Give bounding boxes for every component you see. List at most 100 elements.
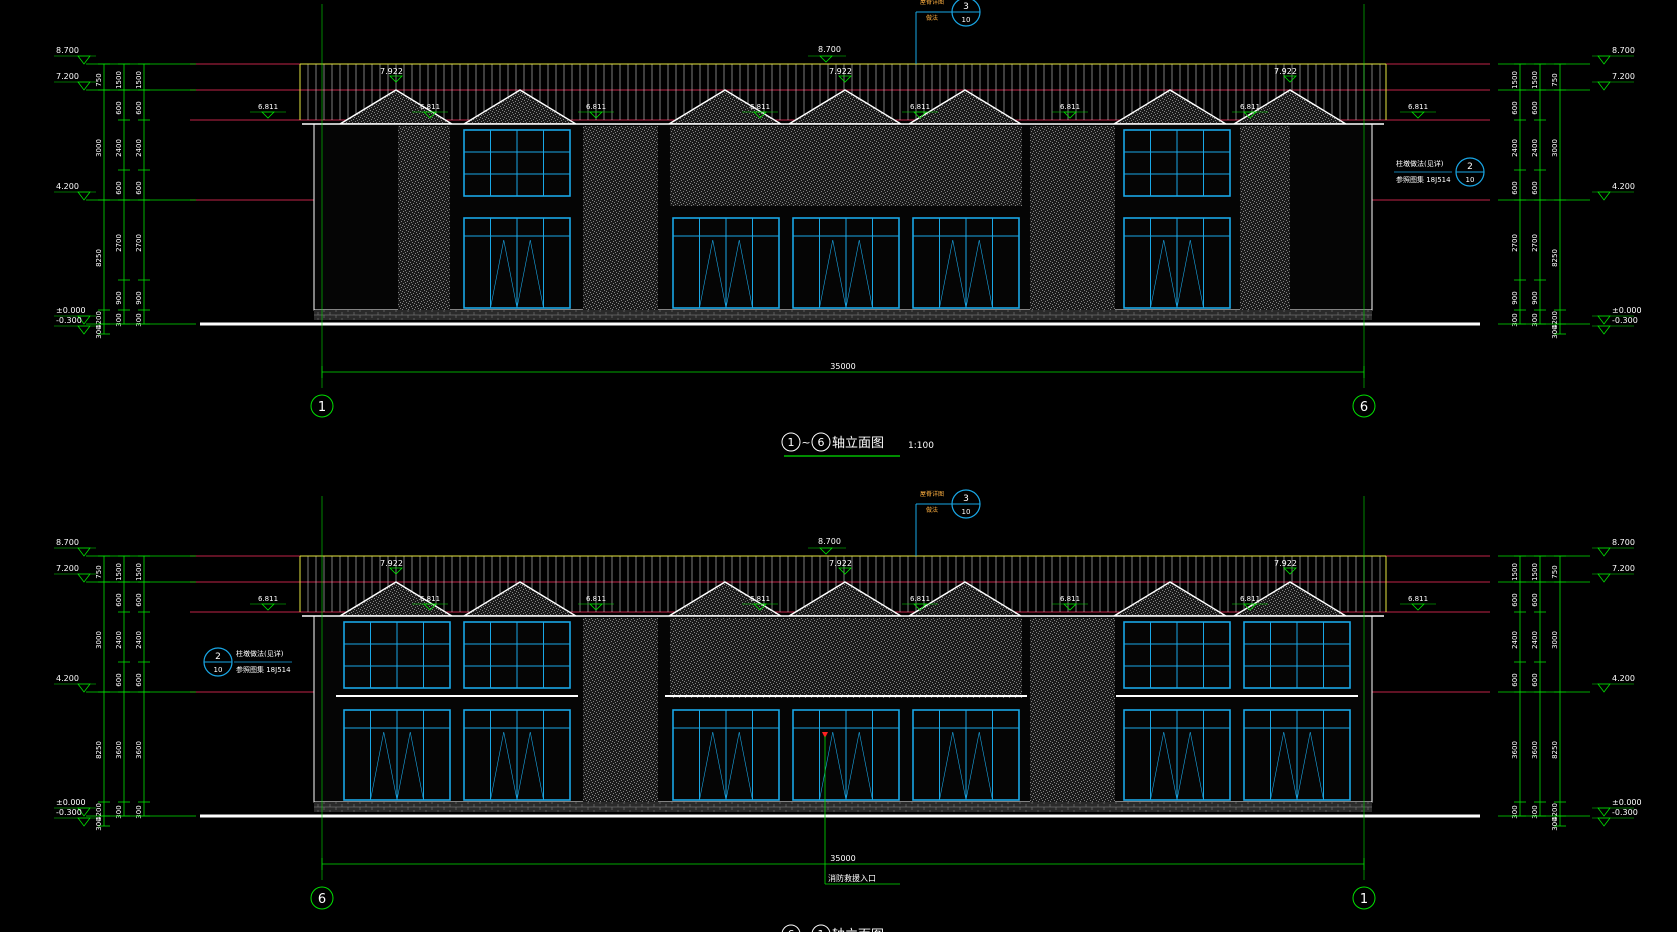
right-elev-symbol: [1597, 547, 1611, 557]
door-swing: [1296, 731, 1324, 801]
left-elev-label: 4.200: [56, 182, 79, 191]
eave-elev-label: 6.811: [750, 595, 770, 603]
stone-upper-band: [670, 618, 1022, 698]
left-elev-label: 8.700: [56, 46, 79, 55]
brick-plinth: [314, 802, 1372, 812]
left-dim-inner-label: 3600: [115, 741, 123, 759]
eave-elev-label: 6.811: [1408, 103, 1428, 111]
right-dim-inner2-label: 1500: [1511, 71, 1519, 89]
axis-bubble: [1352, 394, 1376, 418]
left-dim-outer-label: 3000: [95, 631, 103, 649]
left-dim-outer-label: 300: [95, 817, 103, 830]
right-dim-inner-label: 300: [1531, 313, 1539, 326]
right-dim-outer-label: 750: [1551, 565, 1559, 578]
callout-note: 柱墩做法(见详): [1396, 159, 1444, 168]
left-dim-inner-label: 600: [115, 673, 123, 686]
ridge-elev-symbol: [389, 75, 403, 83]
eave-elev-label: 6.811: [910, 103, 930, 111]
title-axis-to: 6: [818, 436, 825, 449]
left-dim-inner2-label: 1500: [135, 71, 143, 89]
elevation-bottom: 7503000825042003001500600240060036003001…: [54, 489, 1642, 932]
window-bay: [672, 217, 780, 309]
title-axis-bubble: [781, 432, 801, 452]
right-dim-inner-label: 600: [1531, 673, 1539, 686]
left-elev-symbol: [77, 547, 91, 557]
left-elev-label: ±0.000: [56, 306, 86, 315]
door-swing: [699, 731, 727, 801]
title-tilde: ~: [801, 928, 810, 932]
right-dim-inner-label: 2400: [1531, 631, 1539, 649]
left-dim-inner2-label: 2400: [135, 139, 143, 157]
left-elev-symbol: [77, 573, 91, 583]
stone-pier: [583, 618, 658, 802]
left-dim-outer-label: 750: [95, 565, 103, 578]
left-dim-inner-label: 600: [115, 593, 123, 606]
window-bay: [792, 217, 900, 309]
top-elev-symbol: [819, 55, 833, 63]
door-swing: [845, 239, 873, 309]
left-dim-inner2-label: 900: [135, 291, 143, 304]
right-elev-label: -0.300: [1612, 316, 1638, 325]
top-elev-label: 8.700: [818, 537, 841, 546]
eave-elev-label: 6.811: [420, 103, 440, 111]
left-dim-inner2-label: 300: [135, 313, 143, 326]
right-dim-outer-label: 3000: [1551, 631, 1559, 649]
door-swing: [1176, 731, 1204, 801]
left-dim-outer-label: 3000: [95, 139, 103, 157]
door-swing: [965, 731, 993, 801]
left-dim-inner-label: 2400: [115, 139, 123, 157]
callout-sheet: 10: [962, 508, 971, 516]
right-dim-inner-label: 2400: [1531, 139, 1539, 157]
ridge-elev-label: 7.922: [380, 559, 403, 568]
right-dim-inner2-label: 2400: [1511, 631, 1519, 649]
title-axis-from: 1: [788, 436, 795, 449]
callout-sheet: 10: [1466, 176, 1475, 184]
left-elev-symbol: [77, 817, 91, 827]
ridge-elev-label: 7.922: [829, 67, 852, 76]
right-dim-outer-label: 8250: [1551, 249, 1559, 267]
right-elev-label: 7.200: [1612, 72, 1635, 81]
eave-elev-label: 6.811: [258, 103, 278, 111]
left-elev-label: -0.300: [56, 316, 82, 325]
door-swing: [490, 239, 518, 309]
left-dim-outer-label: 8250: [95, 249, 103, 267]
right-elev-label: ±0.000: [1612, 798, 1642, 807]
window-bay: [336, 621, 458, 801]
door-swing: [845, 731, 873, 801]
ridge-elev-symbol: [838, 75, 852, 83]
door-swing: [725, 731, 753, 801]
right-dim-inner2-label: 600: [1511, 101, 1519, 114]
stone-upper-band: [670, 126, 1022, 206]
right-elev-symbol: [1597, 817, 1611, 827]
callout-note: 柱墩做法(见详): [236, 649, 284, 658]
axis-bubble: [310, 394, 334, 418]
right-elev-label: 4.200: [1612, 674, 1635, 683]
window-bay: [905, 695, 1027, 801]
callout-note: 屋脊详图: [920, 0, 944, 6]
left-dim-inner-label: 2400: [115, 631, 123, 649]
window-bay: [456, 621, 578, 801]
door-swing: [516, 239, 544, 309]
left-elev-label: ±0.000: [56, 798, 86, 807]
left-dim-inner2-label: 600: [135, 181, 143, 194]
door-swing: [699, 239, 727, 309]
callout-number: 3: [963, 494, 969, 504]
callout-sheet: 10: [214, 666, 223, 674]
eave-elev-label: 6.811: [750, 103, 770, 111]
right-dim-inner2-label: 900: [1511, 291, 1519, 304]
right-elev-symbol: [1597, 315, 1611, 325]
door-swing: [1270, 731, 1298, 801]
top-elev-label: 8.700: [818, 45, 841, 54]
left-elev-symbol: [77, 191, 91, 201]
left-elev-label: -0.300: [56, 808, 82, 817]
axis-bubble-label: 6: [318, 892, 326, 907]
callout-number: 2: [1467, 162, 1473, 172]
right-elev-label: 8.700: [1612, 46, 1635, 55]
left-elev-symbol: [77, 55, 91, 65]
left-dim-outer-label: 4200: [95, 803, 103, 821]
axis-bubble-label: 1: [1360, 892, 1368, 907]
left-dim-inner-label: 1500: [115, 563, 123, 581]
left-dim-inner-label: 600: [115, 181, 123, 194]
right-dim-outer-label: 300: [1551, 325, 1559, 338]
